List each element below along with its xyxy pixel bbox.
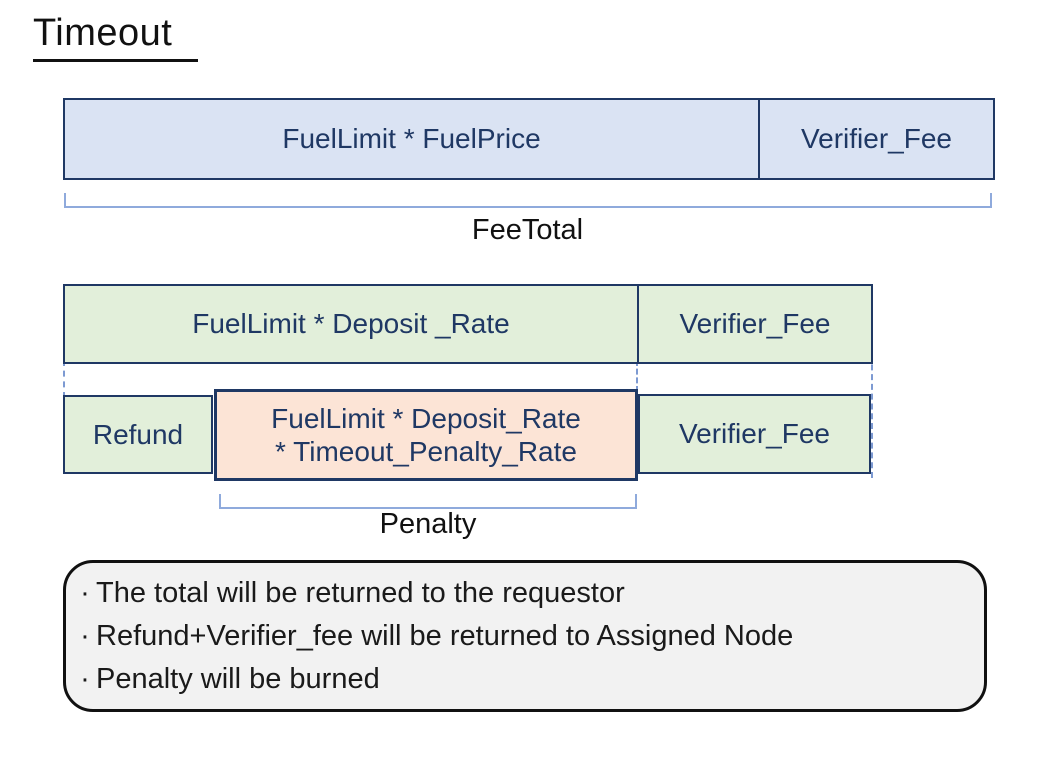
note-bullet-3: · bbox=[80, 662, 90, 695]
notes-box: · The total will be returned to the requ… bbox=[63, 560, 987, 712]
penalty-bracket-label: Penalty bbox=[379, 508, 477, 540]
dashed-guide-right bbox=[871, 286, 873, 478]
fee-total-bracket bbox=[64, 193, 992, 208]
dashed-guide-middle bbox=[636, 360, 638, 392]
note-bullet-2: · bbox=[80, 619, 90, 652]
fee-total-bar: FuelLimit * FuelPrice Verifier_Fee bbox=[63, 98, 995, 180]
penalty-amount-line2: * Timeout_Penalty_Rate bbox=[275, 436, 577, 467]
fee-total-bracket-label: FeeTotal bbox=[471, 214, 584, 246]
deposit-bar-fuel-cell: FuelLimit * Deposit _Rate bbox=[192, 308, 510, 339]
note-text-3: Penalty will be burned bbox=[96, 662, 380, 695]
deposit-bar-verifier-cell: Verifier_Fee bbox=[637, 286, 871, 362]
note-text-2: Refund+Verifier_fee will be returned to … bbox=[96, 619, 794, 652]
fee-total-bar-verifier-cell: Verifier_Fee bbox=[758, 100, 993, 178]
note-text-1: The total will be returned to the reques… bbox=[96, 576, 625, 609]
dashed-guide-left bbox=[63, 360, 65, 398]
note-line-1: · The total will be returned to the requ… bbox=[74, 572, 974, 615]
page-title: Timeout bbox=[33, 12, 199, 62]
penalty-bracket bbox=[219, 494, 637, 509]
penalty-amount-line1: FuelLimit * Deposit_Rate bbox=[271, 403, 581, 434]
note-bullet-1: · bbox=[80, 576, 90, 609]
breakdown-verifier-box: Verifier_Fee bbox=[638, 394, 871, 474]
refund-box: Refund bbox=[63, 395, 213, 474]
fee-total-bar-fuel-cell: FuelLimit * FuelPrice bbox=[282, 123, 541, 154]
penalty-amount-box: FuelLimit * Deposit_Rate * Timeout_Penal… bbox=[214, 389, 638, 481]
note-line-2: · Refund+Verifier_fee will be returned t… bbox=[74, 615, 974, 658]
note-line-3: · Penalty will be burned bbox=[74, 658, 974, 701]
deposit-bar: FuelLimit * Deposit _Rate Verifier_Fee bbox=[63, 284, 873, 364]
